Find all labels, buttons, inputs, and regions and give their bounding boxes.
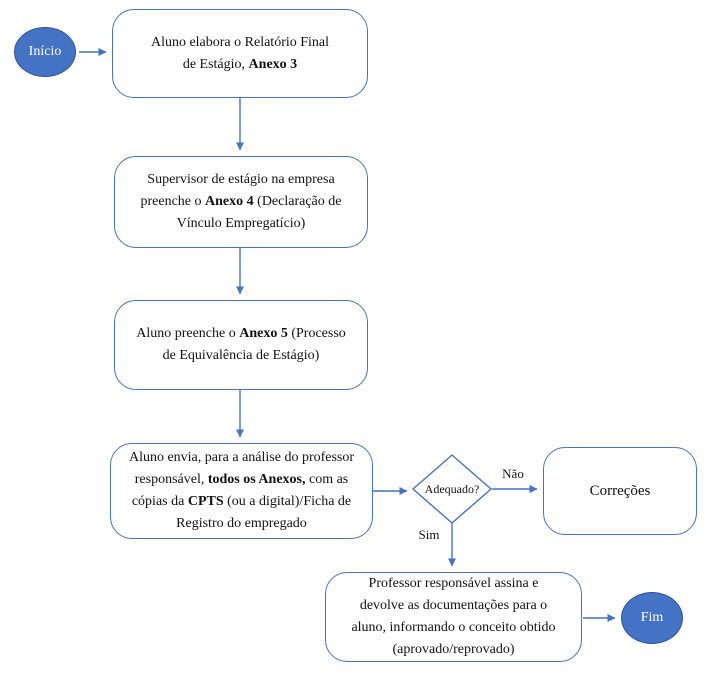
decision-label: Adequado?: [424, 481, 480, 496]
step4-line4: Registro do empregado: [176, 516, 307, 531]
process-step5: Professor responsável assina e devolve a…: [325, 572, 582, 662]
step4-line1: Aluno envia, para a análise do professor: [128, 450, 355, 465]
process-step3: Aluno preenche o Anexo 5 (Processo de Eq…: [114, 300, 368, 390]
step5-line1: Professor responsável assina e: [368, 576, 539, 591]
step2-line3: Vínculo Empregatício): [176, 216, 306, 231]
step5-line3: aluno, informando o conceito obtido: [351, 620, 556, 635]
start-terminal: Início: [14, 27, 76, 77]
process-corrections: Correções: [543, 447, 697, 535]
process-step1: Aluno elabora o Relatório Final de Estág…: [112, 9, 368, 98]
branch-label-no: Não: [502, 466, 524, 481]
branch-label-yes: Sim: [418, 527, 440, 542]
corrections-label: Correções: [589, 483, 651, 499]
step5-line2: devolve as documentações para o: [359, 598, 548, 613]
step4-line3: cópias da CPTS (ou a digital)/Ficha de: [131, 494, 352, 509]
process-step2: Supervisor de estágio na empresa preench…: [114, 156, 368, 248]
step3-line2: de Equivalência de Estágio): [162, 348, 320, 363]
process-step4: Aluno envia, para a análise do professor…: [110, 443, 373, 539]
step4-line2: responsável, todos os Anexos, com as: [134, 472, 349, 487]
step1-line2: de Estágio, Anexo 3: [182, 56, 298, 72]
step5-line4: (aprovado/reprovado): [392, 642, 515, 657]
decision-diamond-shape: [411, 454, 493, 524]
step3-line1: Aluno preenche o Anexo 5 (Processo: [136, 326, 346, 341]
end-terminal: Fim: [621, 592, 683, 644]
step1-line1: Aluno elabora o Relatório Final: [150, 34, 330, 50]
step2-line2: preenche o Anexo 4 (Declaração de: [140, 194, 342, 209]
start-label: Início: [28, 44, 62, 59]
step2-line1: Supervisor de estágio na empresa: [147, 172, 335, 187]
end-label: Fim: [640, 610, 664, 625]
